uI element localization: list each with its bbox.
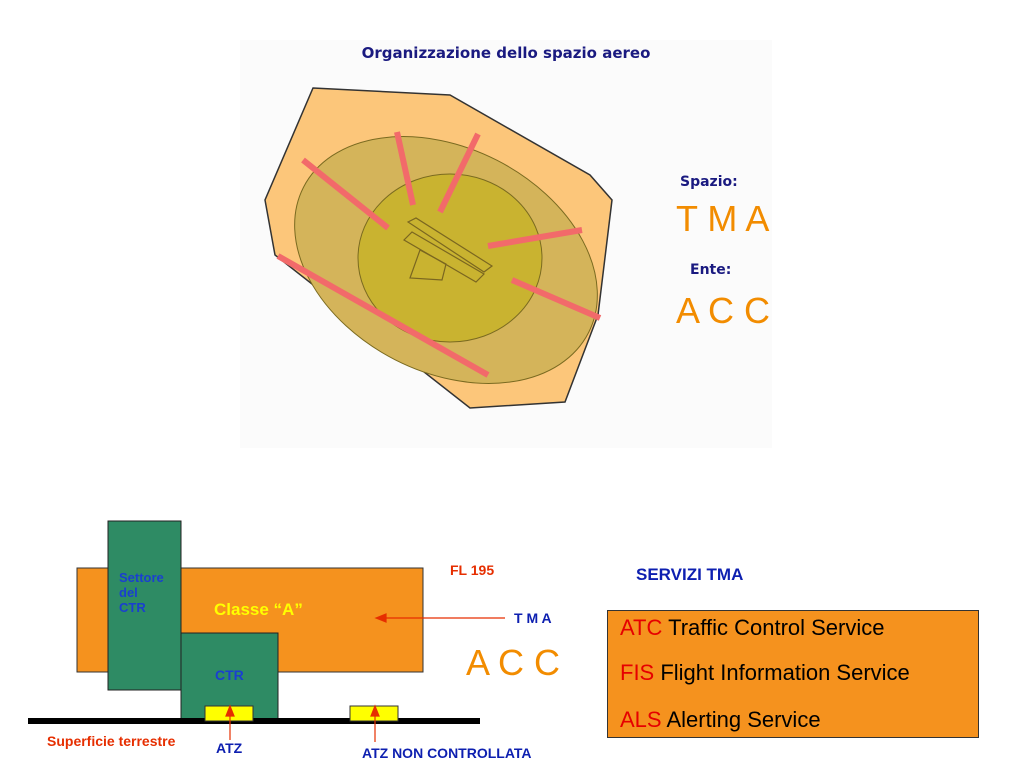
service-code: FIS (620, 660, 655, 685)
service-code: ATC (620, 615, 663, 640)
atz-non-label: ATZ NON CONTROLLATA (362, 745, 532, 761)
ente-value: A C C (676, 290, 771, 331)
service-text: Flight Information Service (654, 660, 910, 685)
service-code: ALS (620, 707, 662, 732)
approach-lines (276, 131, 602, 378)
spazio-label: Spazio: (680, 174, 738, 190)
service-text: Traffic Control Service (662, 615, 885, 640)
fl-label: FL 195 (450, 562, 495, 578)
acc-label: A C C (466, 642, 561, 683)
ente-label: Ente: (690, 262, 732, 278)
services-title: SERVIZI TMA (636, 565, 744, 584)
diagram-title: Organizzazione dello spazio aereo (361, 44, 651, 62)
superficie-label: Superficie terrestre (47, 733, 176, 749)
service-text: Alerting Service (661, 707, 821, 732)
settore-ctr-block (107, 520, 182, 691)
ctr-label: CTR (215, 667, 244, 683)
services-box: ATC Traffic Control Service FIS Flight I… (607, 610, 979, 738)
service-item: ATC Traffic Control Service (620, 615, 885, 641)
airport-icon (403, 217, 494, 283)
tma-label: T M A (514, 610, 552, 626)
settore-ctr-label: Settore del CTR (119, 570, 164, 615)
spazio-value: T M A (676, 198, 770, 239)
ctr-block (180, 632, 279, 720)
classe-label: Classe “A” (214, 600, 303, 619)
inner-ellipse (357, 173, 543, 343)
ground-line (28, 718, 480, 724)
service-item: FIS Flight Information Service (620, 660, 910, 686)
atz-label: ATZ (216, 740, 243, 756)
service-item: ALS Alerting Service (620, 707, 821, 733)
